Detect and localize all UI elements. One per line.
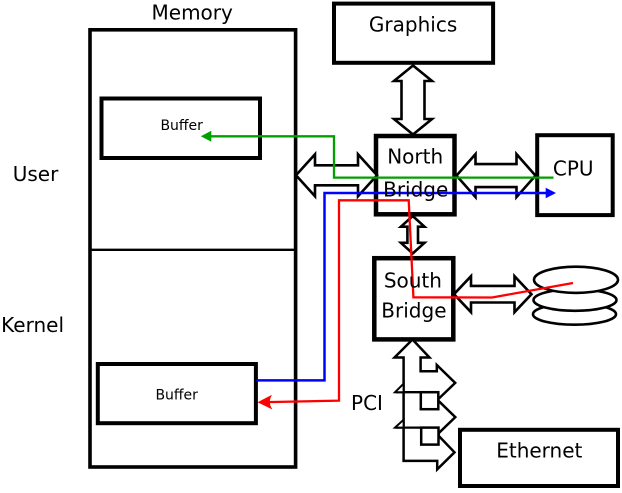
northbridge-southbridge-bus-arrow (397, 214, 428, 256)
user-space-label: User (13, 162, 59, 186)
pci-label: PCI (351, 391, 383, 415)
user-buffer-box (99, 96, 262, 160)
pci-slot-2 (419, 426, 440, 446)
pci-tap-notch-2 (392, 417, 405, 429)
user-buffer-label: Buffer (160, 118, 203, 134)
kernel-buffer-label: Buffer (155, 387, 198, 403)
north-bridge-label-line1: North (387, 144, 443, 168)
south-bridge-label-line2: Bridge (381, 299, 446, 323)
blue-data-path (256, 187, 556, 382)
northbridge-cpu-bus-arrow (454, 150, 538, 201)
ethernet-label: Ethernet (496, 439, 582, 463)
graphics-label: Graphics (369, 12, 457, 36)
southbridge-disk-bus-arrow (452, 272, 534, 316)
kernel-buffer-box (95, 362, 258, 426)
cpu-label: CPU (553, 157, 594, 181)
memory-label: Memory (152, 1, 234, 25)
cpu-box (535, 133, 615, 218)
green-data-path (200, 130, 554, 179)
kernel-space-label: Kernel (1, 313, 64, 337)
graphics-box (332, 1, 496, 65)
red-arrowhead (257, 394, 273, 410)
south-bridge-label-line1: South (384, 269, 442, 293)
pci-tap-notch-1 (392, 381, 405, 394)
south-bridge-box (372, 255, 456, 342)
blue-arrowhead (545, 187, 556, 199)
memory-northbridge-bus-arrow (294, 150, 379, 200)
disk-icon (531, 265, 620, 327)
ethernet-box (458, 427, 620, 488)
green-arrowhead (200, 130, 212, 142)
red-data-path (257, 199, 574, 410)
pci-slot-1 (419, 390, 440, 411)
north-bridge-label-line2: Bridge (383, 178, 448, 202)
pci-bus-arrow (391, 337, 458, 473)
graphics-northbridge-bus-arrow (390, 63, 436, 137)
